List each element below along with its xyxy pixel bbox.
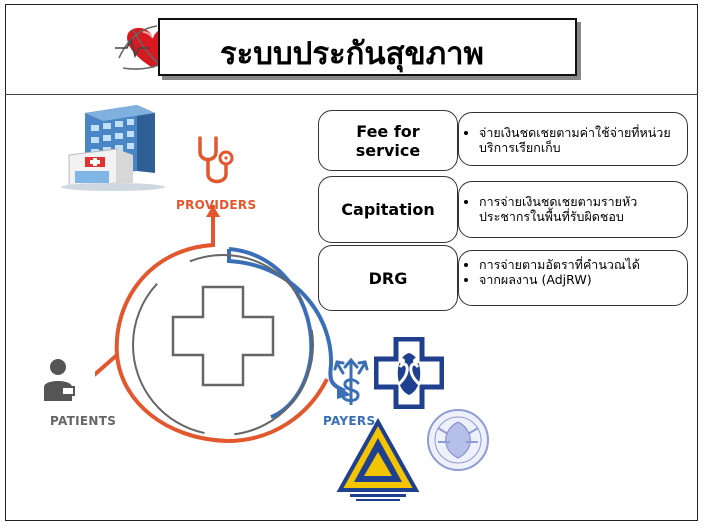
list-item: การจ่ายตามอัตราที่คำนวณได้ xyxy=(479,257,679,272)
payer-arrow-head xyxy=(337,385,351,399)
drg-desc: การจ่ายตามอัตราที่คำนวณได้ จากผลงาน (Adj… xyxy=(458,250,688,306)
patient-arrow-line xyxy=(95,353,119,377)
uc-cross-logo-icon xyxy=(374,337,444,409)
payer-arrow-line xyxy=(227,249,346,393)
government-seal-icon xyxy=(427,409,489,471)
slide-title: ระบบประกันสุขภาพ xyxy=(220,36,484,72)
stethoscope-icon xyxy=(198,136,234,184)
slide-frame xyxy=(5,4,698,521)
provider-arrow-head xyxy=(206,205,220,217)
medical-cross-icon xyxy=(171,285,275,387)
title-box: ระบบประกันสุขภาพ xyxy=(158,18,577,76)
cycle-gray-circle xyxy=(132,254,314,436)
capitation-pill: Capitation xyxy=(318,176,458,243)
payer-loop-line xyxy=(228,247,314,419)
patient-icon xyxy=(44,359,75,401)
care-cycle-diagram xyxy=(95,205,351,444)
drg-pill: DRG xyxy=(318,245,458,311)
providers-label: PROVIDERS xyxy=(176,198,257,212)
title-divider xyxy=(5,94,698,95)
payer-money-icon xyxy=(333,357,369,405)
fee-for-service-desc: จ่ายเงินชดเชยตามค่าใช้จ่ายที่หน่วยบริการ… xyxy=(458,112,688,166)
payers-label: PAYERS xyxy=(323,414,376,428)
hospital-building-icon xyxy=(61,105,165,191)
list-item: จ่ายเงินชดเชยตามค่าใช้จ่ายที่หน่วยบริการ… xyxy=(479,125,679,155)
provider-arrow-line xyxy=(114,205,329,444)
capitation-desc: การจ่ายเงินชดเชยตามรายหัวประชากรในพื้นที… xyxy=(458,181,688,238)
list-item: จากผลงาน (AdjRW) xyxy=(479,272,679,287)
fee-for-service-pill: Fee for service xyxy=(318,110,458,171)
list-item: การจ่ายเงินชดเชยตามรายหัวประชากรในพื้นที… xyxy=(479,194,679,224)
patients-label: PATIENTS xyxy=(50,414,117,428)
social-security-logo-icon xyxy=(336,418,420,501)
